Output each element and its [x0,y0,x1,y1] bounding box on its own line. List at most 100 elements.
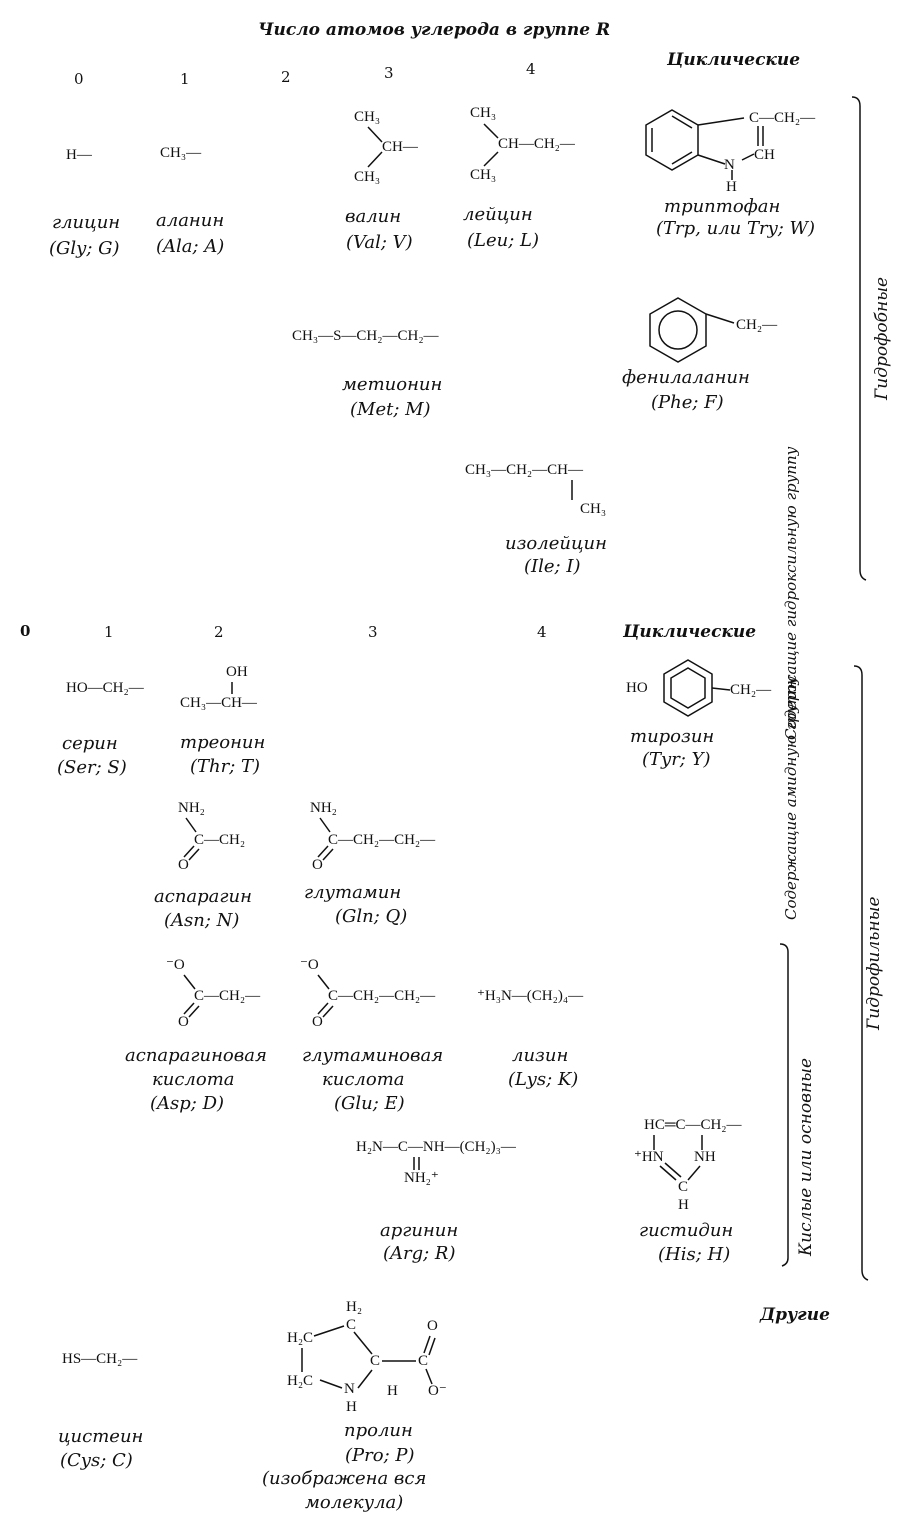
column-4-top: 4 [526,60,536,78]
cysteine-formula: HS—CH₂— [62,1351,138,1367]
column-2-top: 2 [281,68,291,86]
leucine-code: (Leu; L) [467,230,539,251]
asparagine-o: O [178,857,189,873]
alanine-name: аланин [156,210,225,231]
methionine-formula: CH₃—S—CH₂—CH₂— [292,328,439,344]
phenylalanine-side-chain: CH₂— [736,317,778,333]
histidine-h: H [678,1197,689,1213]
leucine-ch3-top: CH₃ [470,105,497,121]
lysine-code: (Lys; K) [508,1069,579,1090]
glutamine-nh2: NH₂ [310,800,337,816]
isoleucine-chain: CH₃—CH₂—CH— [465,462,583,478]
aspartic-acid-o: O [178,1014,189,1030]
diagram-title: Число атомов углерода в группе R [258,20,611,40]
isoleucine-ch3: CH₃ [580,501,607,517]
proline-o-minus: O⁻ [428,1383,447,1399]
column-3-bottom: 3 [368,623,378,641]
glutamic-acid-name-2: кислота [322,1069,405,1090]
valine-name: валин [345,206,402,227]
histidine-chain: HC═C—CH₂— [644,1117,742,1133]
arginine-nh2-plus: NH₂⁺ [404,1170,439,1186]
serine-name: серин [62,733,118,754]
glutamine-code: (Gln; Q) [335,906,408,927]
proline-h2c-top: H₂C [287,1330,314,1346]
glutamine-o: O [312,857,323,873]
proline-c-alpha: C [370,1353,381,1369]
arginine-code: (Arg; R) [383,1243,456,1264]
leucine-name: лейцин [463,204,533,225]
proline-c-carboxyl: C [418,1353,429,1369]
column-0-bottom: 0 [20,622,31,640]
proline-c-top: C [346,1317,357,1333]
valine-ch: CH— [382,139,418,155]
glycine-code: (Gly; G) [49,238,120,259]
proline-note-1: (изображена вся [262,1468,427,1489]
leucine-chain: CH—CH₂— [498,136,575,152]
histidine-name: гистидин [639,1220,734,1241]
threonine-oh: OH [226,664,248,680]
tryptophan-name: триптофан [664,196,781,217]
alanine-code: (Ala; A) [156,236,225,257]
lysine-name: лизин [512,1045,569,1066]
glutamine-name: глутамин [304,882,402,903]
asparagine-code: (Asn; N) [164,910,240,931]
proline-code: (Pro; P) [345,1445,415,1466]
aspartic-acid-name: аспарагиновая [125,1045,267,1066]
leucine-ch3-bottom: CH₃ [470,167,497,183]
tyrosine-side-chain: CH₂— [730,682,772,698]
glutamic-acid-name: глутаминовая [302,1045,444,1066]
aspartic-acid-o-minus: ⁻O [166,957,185,973]
tyrosine-ho: HO [626,680,648,696]
proline-n-h: H [346,1399,357,1415]
valine-code: (Val; V) [346,232,413,253]
column-3-top: 3 [384,64,394,82]
proline-note-2: молекула) [305,1492,404,1513]
threonine-name: треонин [180,732,266,753]
arginine-chain: H₂N—C—NH—(CH₂)₃— [356,1139,516,1155]
proline-c-h: H [387,1383,398,1399]
proline-n: N [344,1381,355,1397]
tryptophan-side-chain: C—CH₂— [749,110,816,126]
isoleucine-name: изолейцин [505,533,607,554]
lysine-formula: ⁺H₃N—(CH₂)₄— [477,988,584,1004]
tryptophan-code: (Trp, или Try; W) [656,218,816,239]
glutamic-acid-o: O [312,1014,323,1030]
glutamic-acid-code: (Glu; E) [334,1093,405,1114]
proline-h2-top: H₂ [346,1299,363,1315]
glutamine-chain: C—CH₂—CH₂— [328,832,436,848]
valine-ch3-top: CH₃ [354,109,381,125]
column-1-bottom: 1 [104,623,114,641]
glycine-name: глицин [52,212,121,233]
aspartic-acid-chain: C—CH₂— [194,988,261,1004]
histidine-nh: NH [694,1149,716,1165]
histidine-code: (His; H) [658,1244,731,1265]
tryptophan-h: H [726,179,737,195]
arginine-name: аргинин [380,1220,459,1241]
valine-ch3-bottom: CH₃ [354,169,381,185]
other-group-label: Другие [760,1305,830,1325]
histidine-nh-plus: ⁺HN [634,1149,664,1165]
proline-name: пролин [344,1420,413,1441]
serine-code: (Ser; S) [57,757,127,778]
isoleucine-code: (Ile; I) [524,556,581,577]
asparagine-chain: C—CH₂ [194,832,246,848]
cysteine-name: цистеин [58,1426,144,1447]
methionine-name: метионин [342,374,443,395]
aspartic-acid-code: (Asp; D) [150,1093,225,1114]
serine-formula: HO—CH₂— [66,680,144,696]
column-2-bottom: 2 [214,623,224,641]
glutamic-acid-chain: C—CH₂—CH₂— [328,988,436,1004]
column-1-top: 1 [180,70,190,88]
methionine-code: (Met; M) [350,399,431,420]
tyrosine-code: (Tyr; Y) [642,749,711,770]
